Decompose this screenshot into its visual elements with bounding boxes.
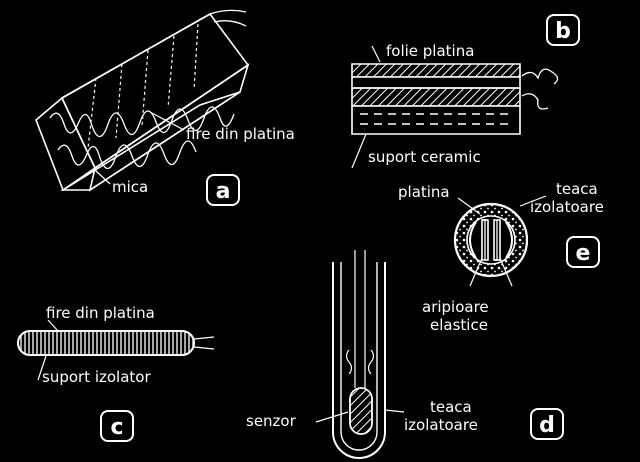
label-d-sheath-line1: teaca: [430, 398, 472, 416]
label-d-sheath-line2: izolatoare: [404, 416, 478, 434]
badge-c: c: [100, 410, 134, 442]
label-e-fins-line1: aripioare: [422, 298, 489, 316]
label-b-ceramic-support: suport ceramic: [368, 148, 481, 166]
label-c-insulating-support: suport izolator: [42, 368, 151, 386]
badge-e: e: [566, 236, 600, 268]
badge-b: b: [546, 14, 580, 46]
label-e-sheath-line2: izolatoare: [530, 198, 604, 216]
figure-b-layered-sensor: [352, 46, 558, 168]
figure-e-cross-section: [455, 196, 546, 286]
label-a-platinum-wires: fire din platina: [186, 125, 295, 143]
figure-d-probe: [316, 250, 404, 458]
figure-a-mica-cross: [36, 10, 248, 190]
label-c-platinum-wires: fire din platina: [46, 304, 155, 322]
label-e-platinum: platina: [398, 183, 450, 201]
label-e-fins-line2: elastice: [430, 316, 488, 334]
label-e-sheath-line1: teaca: [556, 180, 598, 198]
badge-a: a: [206, 174, 240, 206]
label-a-mica: mica: [112, 178, 149, 196]
label-d-sensor: senzor: [246, 412, 296, 430]
figure-c-rod-sensor: [18, 320, 214, 380]
badge-d: d: [530, 408, 564, 440]
label-b-platinum-foil: folie platina: [386, 42, 475, 60]
